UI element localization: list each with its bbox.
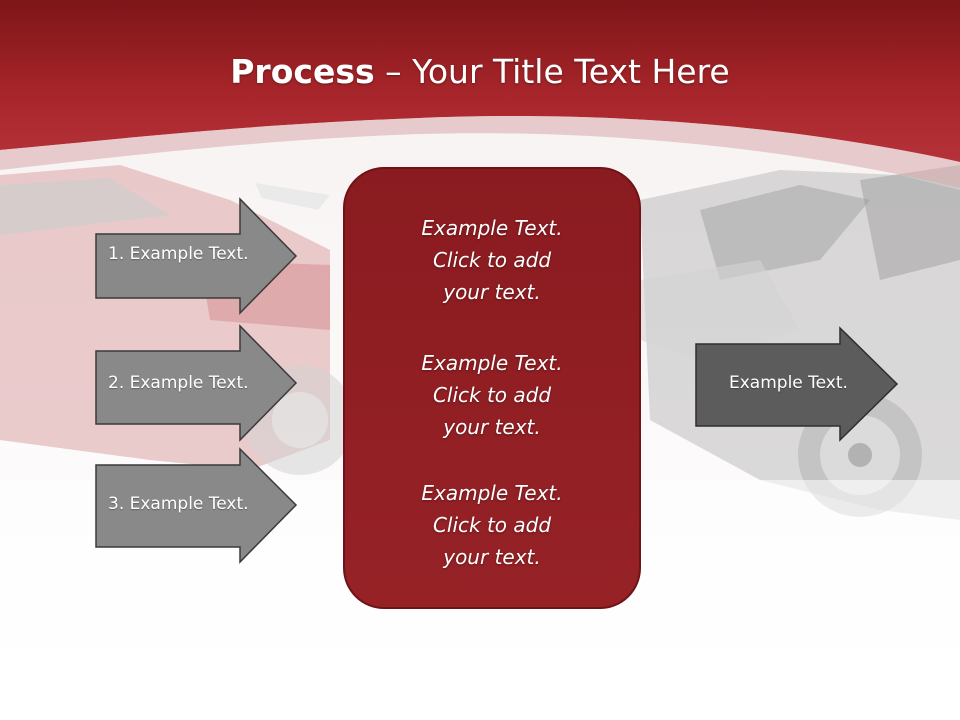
right-arrow[interactable] <box>695 326 899 442</box>
center-paragraph-2: Example Text. Click to add your text. <box>421 351 563 439</box>
center-paragraph-1: Example Text. Click to add your text. <box>421 216 563 304</box>
header-swoosh <box>0 116 960 188</box>
center-paragraph-3: Example Text. Click to add your text. <box>421 481 563 569</box>
header-band <box>0 0 960 162</box>
left-arrow-2-label: 2. Example Text. <box>108 373 249 393</box>
title-separator: – <box>374 52 413 91</box>
center-text-box[interactable] <box>343 167 641 609</box>
left-arrow-3[interactable] <box>95 447 298 564</box>
left-arrow-2[interactable] <box>95 324 298 442</box>
title-bold: Process <box>230 52 375 91</box>
right-arrow-label: Example Text. <box>729 373 848 393</box>
left-arrow-3-label: 3. Example Text. <box>108 494 249 514</box>
left-arrow-1[interactable] <box>95 197 298 315</box>
slide-title[interactable]: Process – Your Title Text Here <box>0 52 960 91</box>
left-arrow-1-label: 1. Example Text. <box>108 244 249 264</box>
title-rest: Your Title Text Here <box>412 52 730 91</box>
